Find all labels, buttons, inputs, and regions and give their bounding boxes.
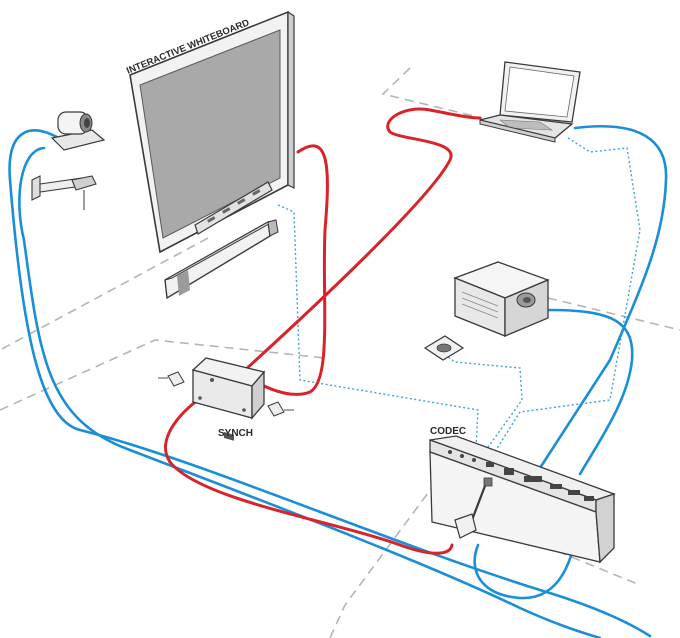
whiteboard-side bbox=[287, 10, 295, 189]
sound-bar bbox=[164, 219, 279, 300]
speaker-grille-icon bbox=[177, 270, 190, 296]
hdmi-port-icon-2 bbox=[568, 490, 580, 495]
synch-bracket-right bbox=[267, 401, 294, 417]
synch-side bbox=[251, 370, 265, 420]
sound-bar-end bbox=[267, 219, 279, 237]
projector-to-codec-cable bbox=[546, 308, 634, 476]
blue-cables bbox=[8, 124, 668, 638]
synch-bracket-left bbox=[158, 371, 185, 387]
hdmi-port-icon-1 bbox=[550, 484, 562, 489]
camera-to-codec-cable-2 bbox=[18, 146, 602, 638]
dvi-port-icon bbox=[524, 476, 542, 482]
laptop-to-codec-cable bbox=[538, 124, 668, 470]
dotted-cables bbox=[277, 137, 641, 451]
synch-port-icon bbox=[224, 432, 234, 441]
floor-line bbox=[0, 237, 209, 351]
synch-to-codec-cable bbox=[164, 390, 454, 555]
synch-label: SYNCH bbox=[218, 428, 253, 439]
camera-wall-mount bbox=[31, 175, 97, 210]
interactive-whiteboard: INTERACTIVE WHITEBOARD bbox=[125, 10, 295, 254]
camera-to-codec-cable bbox=[8, 129, 652, 638]
floor-line bbox=[547, 297, 680, 331]
ptz-camera bbox=[50, 111, 106, 151]
vga-connector-icon bbox=[454, 513, 477, 539]
vga-adapter bbox=[454, 477, 493, 539]
laptop bbox=[479, 61, 581, 143]
whiteboard-pen-tray bbox=[194, 181, 273, 235]
floor-line bbox=[0, 339, 326, 411]
dvi-port-icon-2 bbox=[584, 496, 594, 501]
projector-side bbox=[504, 279, 549, 337]
floor-line bbox=[329, 469, 446, 638]
ethernet-port-icon bbox=[504, 468, 514, 475]
laptop-to-codec-dotted bbox=[495, 137, 641, 451]
synch-box: SYNCH bbox=[158, 357, 294, 441]
synch-to-laptop-cable bbox=[243, 107, 482, 372]
microphone-to-codec-dotted bbox=[440, 351, 523, 451]
floor-line bbox=[381, 67, 483, 119]
whiteboard-to-codec-dotted bbox=[277, 204, 479, 449]
microphone bbox=[423, 335, 465, 361]
whiteboard-to-synch-cable bbox=[256, 144, 329, 396]
codec-label: CODEC bbox=[430, 426, 466, 437]
microphone-icon bbox=[436, 343, 452, 353]
laptop-screen bbox=[504, 66, 575, 118]
codec-ports bbox=[448, 450, 594, 501]
whiteboard-screen bbox=[139, 29, 281, 239]
usb-port-icon bbox=[486, 462, 494, 467]
codec-side bbox=[595, 493, 615, 564]
projector bbox=[453, 261, 550, 337]
codec: CODEC bbox=[429, 426, 616, 564]
pen-slots bbox=[207, 189, 261, 223]
